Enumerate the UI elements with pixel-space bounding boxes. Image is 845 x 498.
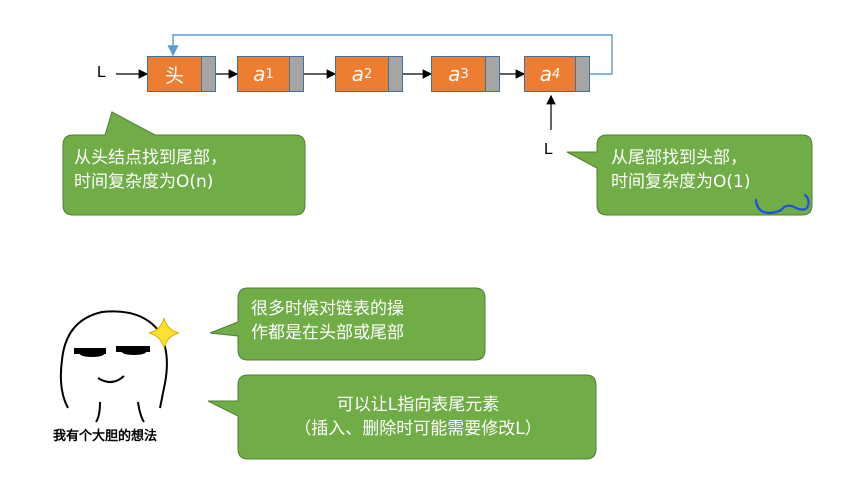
head-node: 头 <box>147 56 202 92</box>
meme-face-outline <box>59 310 168 409</box>
meme-caption: 我有个大胆的想法 <box>53 429 158 444</box>
bubble-ops-note-text: 很多时候对链表的操 作都是在头部或尾部 <box>251 297 404 345</box>
node-a3-pointer <box>485 56 500 92</box>
node-a2-label: a <box>351 62 364 86</box>
meme-right-eye <box>122 349 146 355</box>
tail-pointer-label: L <box>544 141 553 158</box>
meme-face-illustration <box>59 310 180 423</box>
loop-back-arrow <box>167 34 613 75</box>
bubble-ops-note-line2: 作都是在头部或尾部 <box>251 323 404 343</box>
bubble-suggestion-line2: （插入、删除时可能需要修改L） <box>294 419 542 439</box>
meme-face-neck <box>95 401 145 423</box>
bubble-tail-to-head-line2: 时间复杂度为O(1) <box>611 172 751 192</box>
bubble-ops-note-line1: 很多时候对链表的操 <box>251 299 404 319</box>
meme-smile <box>97 375 125 383</box>
bubble-suggestion-text: 可以让L指向表尾元素 （插入、删除时可能需要修改L） <box>248 393 588 441</box>
node-a3-sub: 3 <box>460 66 469 82</box>
head-pointer-label: L <box>97 64 106 81</box>
meme-left-brow <box>74 348 106 354</box>
head-node-pointer <box>201 56 216 92</box>
bubble-head-to-tail <box>62 111 306 216</box>
bubble-suggestion <box>207 374 597 460</box>
node-a2-pointer <box>388 56 403 92</box>
node-a1-sub: 1 <box>265 66 274 82</box>
node-a4-pointer <box>575 56 590 92</box>
bubble-head-to-tail-line2: 时间复杂度为O(n) <box>74 172 214 192</box>
bubble-tail-to-head-text: 从尾部找到头部， 时间复杂度为O(1) <box>611 146 750 194</box>
meme-right-brow <box>116 346 150 352</box>
node-a3-label: a <box>448 62 461 86</box>
node-a1-label: a <box>253 62 266 86</box>
bubble-tail-to-head <box>566 134 813 216</box>
bubble-tail-to-head-line1: 从尾部找到头部， <box>611 148 747 168</box>
node-a4-label: a <box>539 62 552 86</box>
bubble-ops-note <box>209 287 486 361</box>
bubble-head-to-tail-text: 从头结点找到尾部， 时间复杂度为O(n) <box>74 146 227 194</box>
node-a1-pointer <box>289 56 304 92</box>
bubble-head-to-tail-line1: 从头结点找到尾部， <box>74 148 227 168</box>
sparkle-star-icon <box>148 317 180 349</box>
node-a2-sub: 2 <box>363 66 373 82</box>
head-node-label: 头 <box>164 64 184 87</box>
bubble-suggestion-line1: 可以让L指向表尾元素 <box>336 395 500 415</box>
meme-left-eye <box>80 351 104 357</box>
node-a4-sub: 4 <box>551 66 561 82</box>
annotation-squiggle <box>754 193 810 215</box>
